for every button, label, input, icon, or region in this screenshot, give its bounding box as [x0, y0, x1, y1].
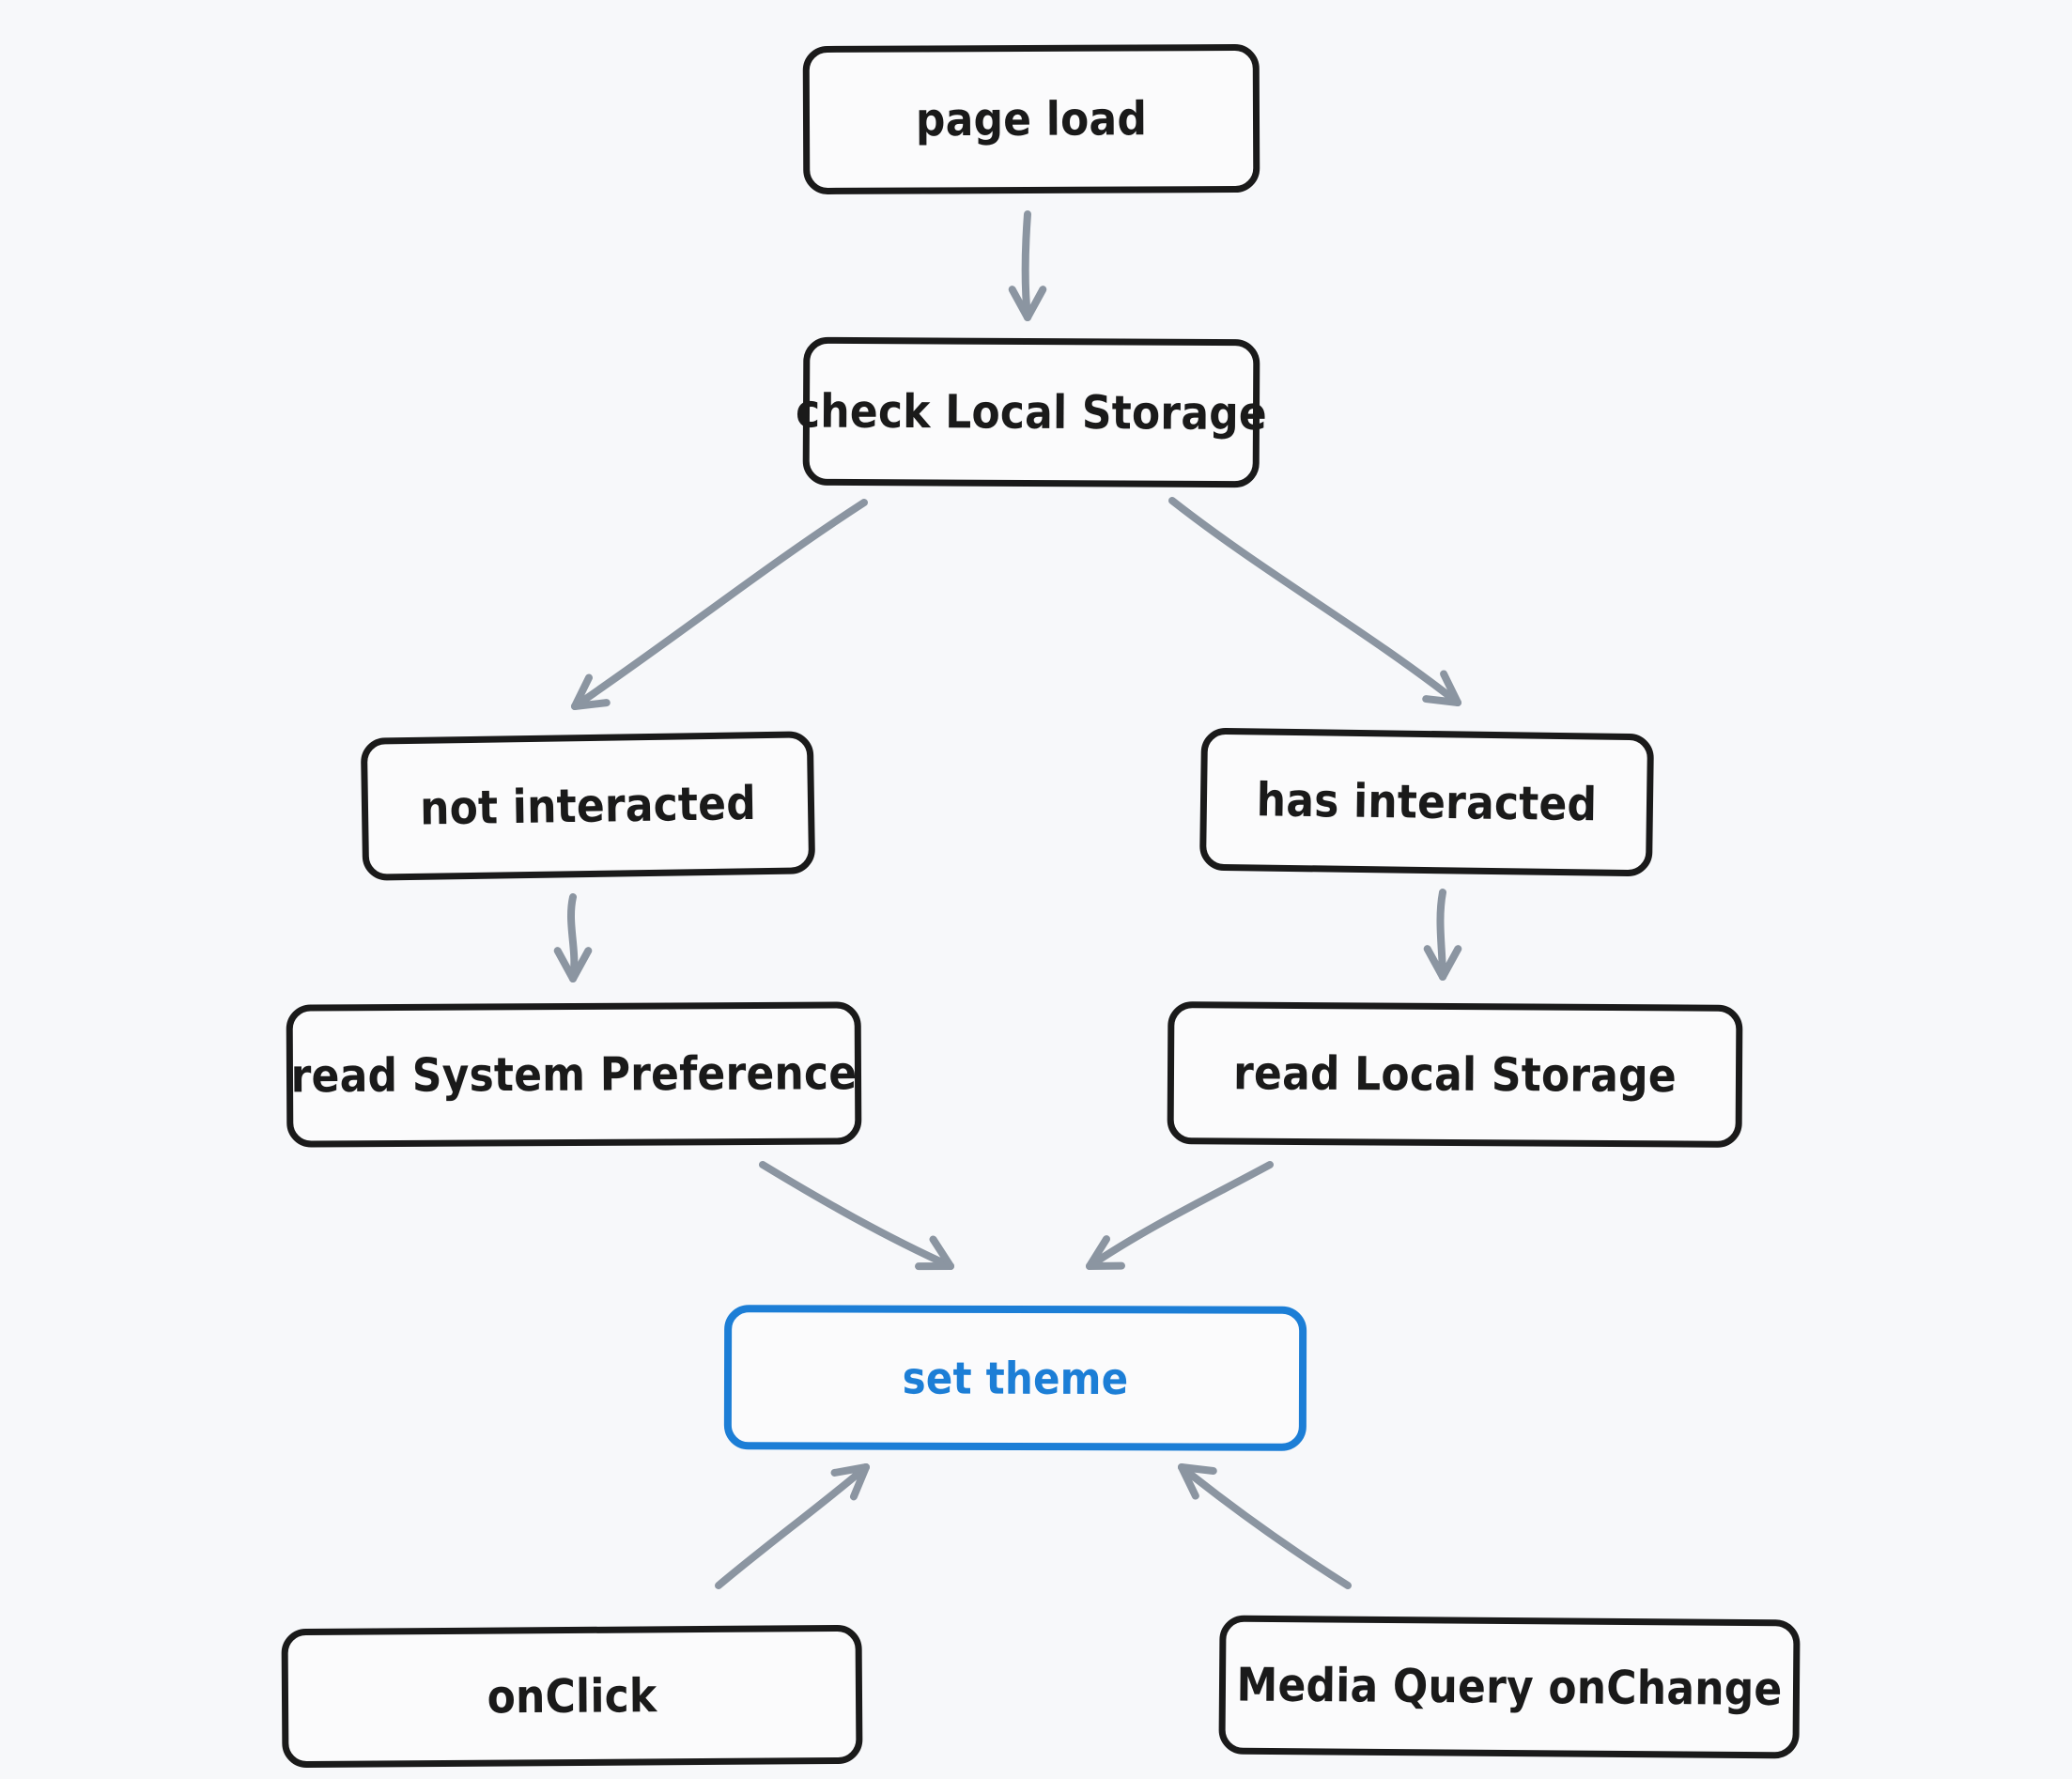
edge-ls-to-set-theme-arrowhead [1086, 1235, 1125, 1270]
edge-not-interacted-to-sys-pref-arrowhead [553, 947, 593, 982]
edge-check-to-not-interacted-arrowhead [571, 673, 611, 710]
edge-check-to-has-interacted-arrowhead [1422, 670, 1461, 706]
node-read-system-pref[interactable]: read System Preference [286, 1001, 862, 1148]
node-set-theme[interactable]: set theme [723, 1305, 1307, 1451]
node-label-on-click: onClick [487, 1668, 657, 1725]
edge-page-load-to-check-arrowhead [1008, 286, 1047, 321]
edge-sys-pref-to-set-theme-line [759, 1161, 954, 1270]
edge-mediaquery-to-set-theme-arrowhead [1178, 1463, 1217, 1500]
node-has-interacted[interactable]: has interacted [1198, 727, 1655, 877]
node-page-load[interactable]: page load [802, 43, 1260, 195]
node-label-page-load: page load [915, 91, 1148, 147]
node-label-read-system-pref: read System Preference [290, 1045, 858, 1104]
node-label-has-interacted: has interacted [1256, 772, 1598, 832]
edge-page-load-to-check-line [1021, 210, 1031, 321]
node-label-set-theme: set theme [902, 1352, 1129, 1404]
edge-check-to-has-interacted [1168, 497, 1461, 706]
node-label-not-interacted: not interacted [419, 776, 757, 836]
edge-check-to-has-interacted-line [1168, 497, 1461, 706]
edge-mediaquery-to-set-theme-line [1178, 1463, 1352, 1589]
node-read-local-storage[interactable]: read Local Storage [1167, 1001, 1743, 1148]
edge-not-interacted-to-sys-pref [553, 893, 593, 982]
edge-page-load-to-check [1008, 210, 1047, 321]
node-label-media-query-onchange: Media Query onChange [1236, 1658, 1783, 1716]
edge-ls-to-set-theme-line [1086, 1161, 1274, 1270]
edge-has-interacted-to-ls [1423, 889, 1462, 981]
node-label-check-local-storage: check Local Storage [795, 384, 1268, 441]
edge-onclick-to-set-theme [715, 1463, 870, 1589]
node-not-interacted[interactable]: not interacted [360, 731, 816, 881]
edge-sys-pref-to-set-theme [759, 1161, 954, 1271]
edge-has-interacted-to-ls-line [1436, 889, 1446, 981]
node-on-click[interactable]: onClick [281, 1624, 863, 1769]
node-check-local-storage[interactable]: check Local Storage [796, 336, 1267, 488]
edge-check-to-not-interacted-line [571, 499, 868, 710]
edge-ls-to-set-theme [1086, 1161, 1274, 1270]
node-label-read-local-storage: read Local Storage [1232, 1045, 1678, 1104]
edge-check-to-not-interacted [571, 499, 868, 710]
edge-has-interacted-to-ls-arrowhead [1423, 945, 1462, 981]
edge-mediaquery-to-set-theme [1178, 1463, 1352, 1589]
edge-onclick-to-set-theme-line [715, 1463, 870, 1589]
edge-onclick-to-set-theme-arrowhead [830, 1463, 870, 1501]
edge-sys-pref-to-set-theme-arrowhead [915, 1235, 954, 1271]
edge-not-interacted-to-sys-pref-line [567, 893, 579, 982]
node-media-query-onchange[interactable]: Media Query onChange [1218, 1615, 1801, 1759]
